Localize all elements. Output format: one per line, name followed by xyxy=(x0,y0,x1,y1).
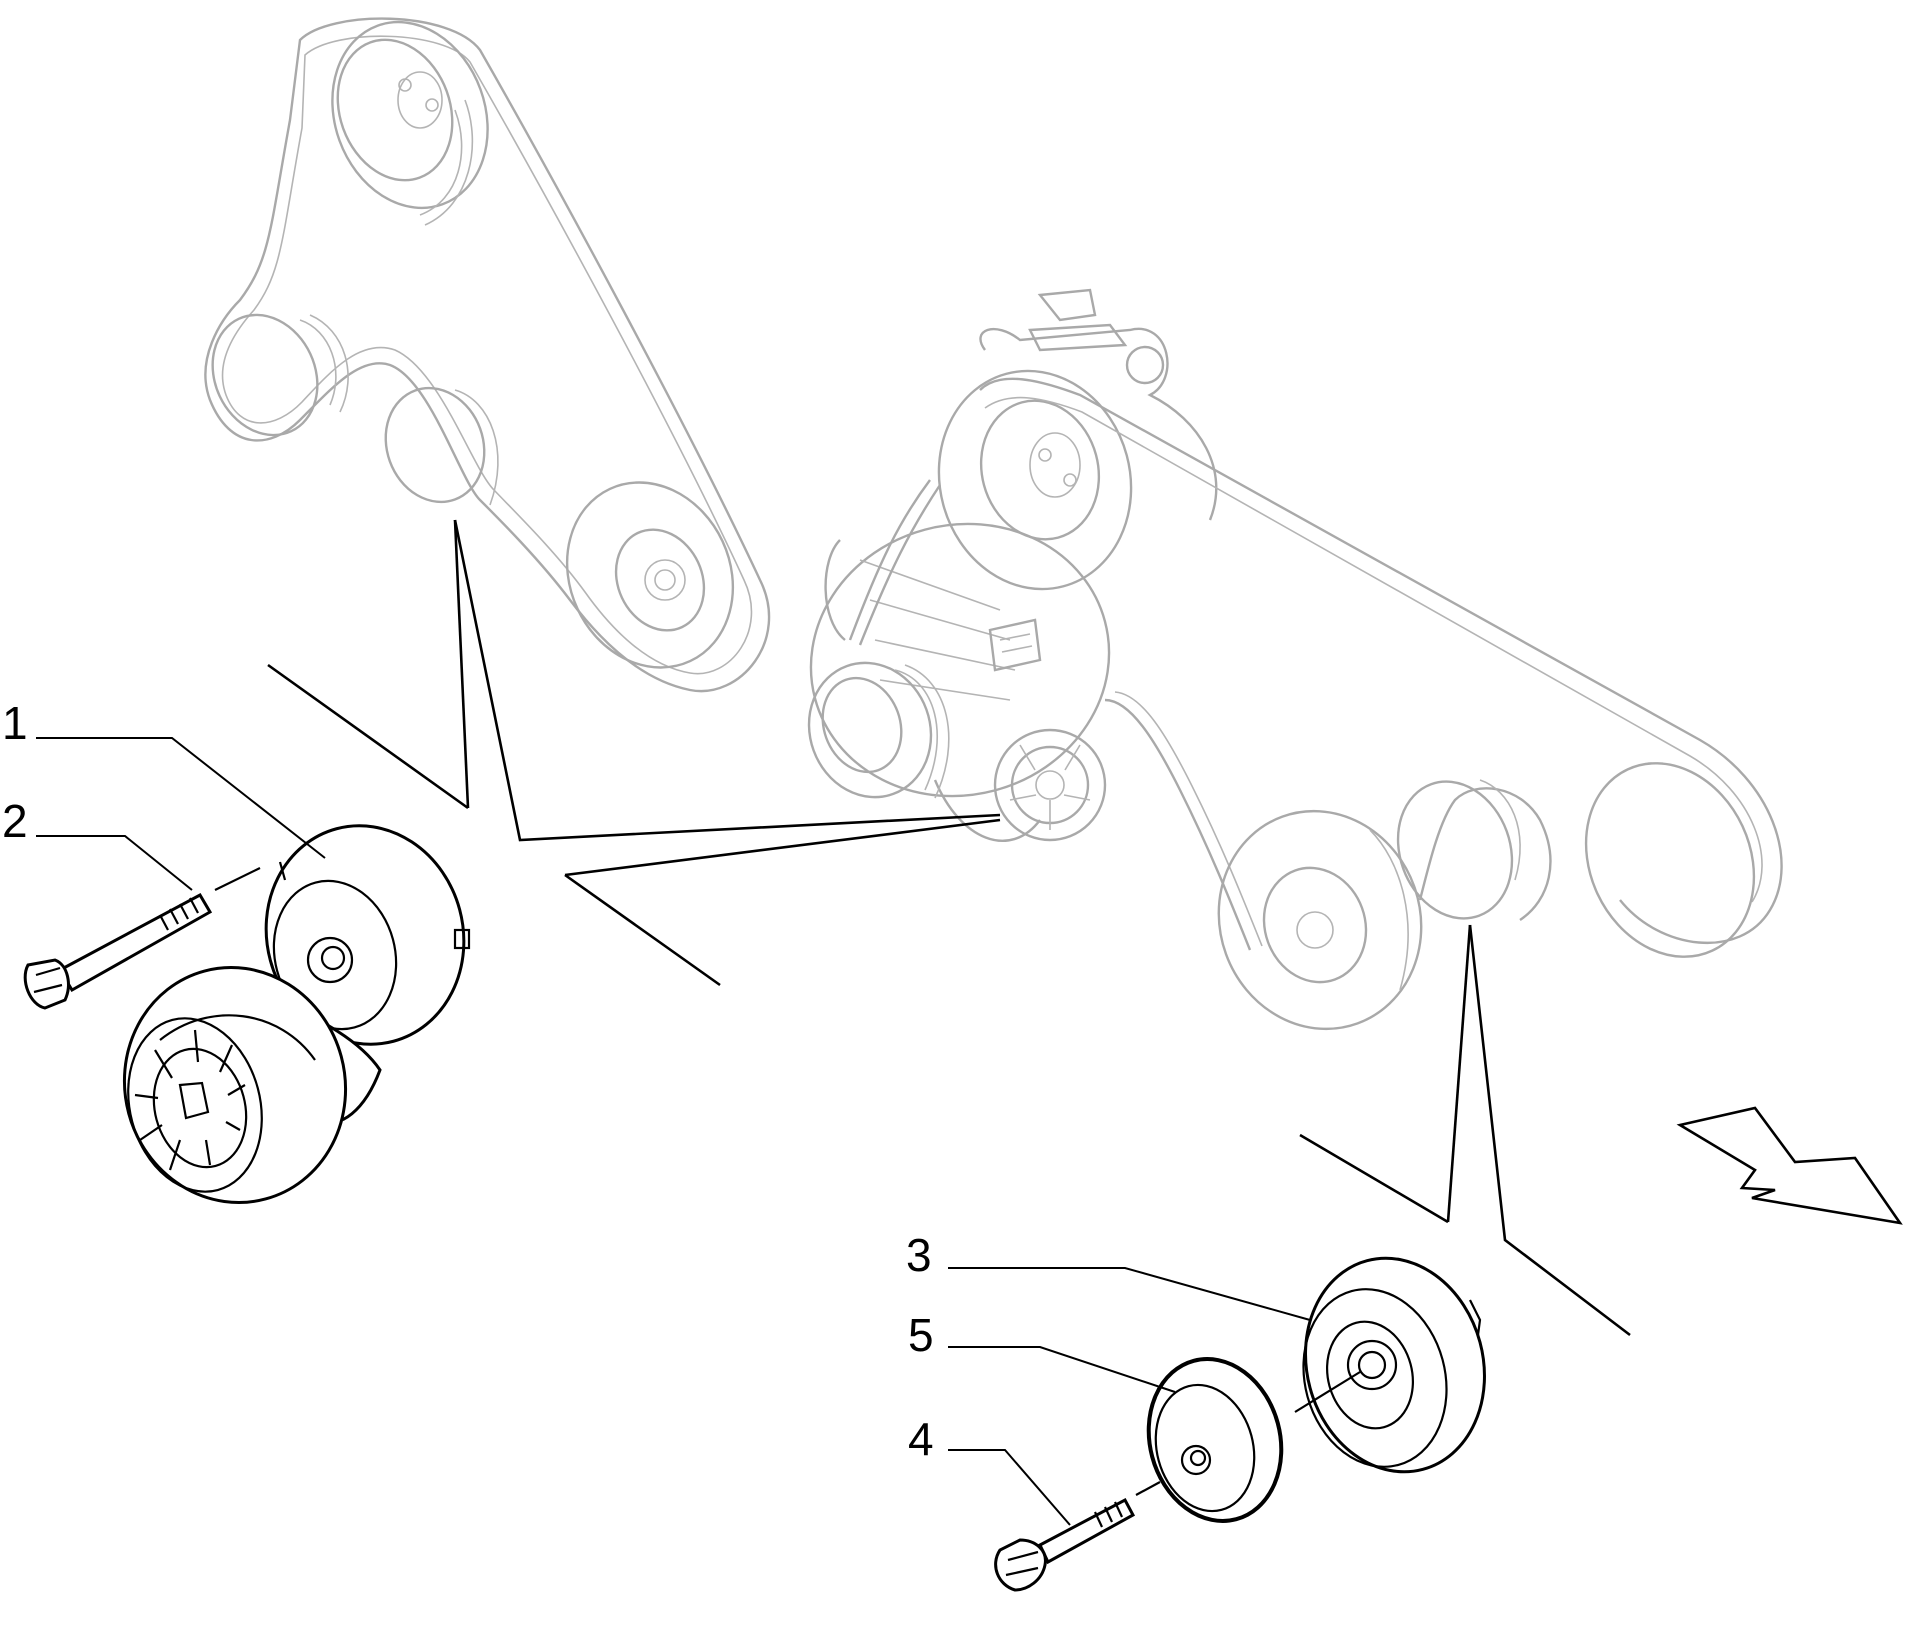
callout-5: 5 xyxy=(908,1309,934,1361)
callout-leaders xyxy=(36,737,1311,1526)
direction-arrow-icon xyxy=(1676,1106,1903,1225)
part-1-belt-tensioner xyxy=(122,824,471,1204)
part-3-idler-pulley xyxy=(1294,1256,1486,1474)
callout-1: 1 xyxy=(2,697,28,749)
lower-belt-layout xyxy=(807,288,1783,1031)
callout-4: 4 xyxy=(908,1413,934,1465)
part-2-tensioner-bolt xyxy=(23,861,287,1010)
upper-belt-layout xyxy=(204,17,771,693)
part-4-idler-bolt xyxy=(994,1481,1161,1592)
callout-3: 3 xyxy=(906,1229,932,1281)
callout-2: 2 xyxy=(2,795,28,847)
reference-pointers xyxy=(267,519,1631,1337)
part-5-dust-cover xyxy=(1146,1357,1284,1523)
